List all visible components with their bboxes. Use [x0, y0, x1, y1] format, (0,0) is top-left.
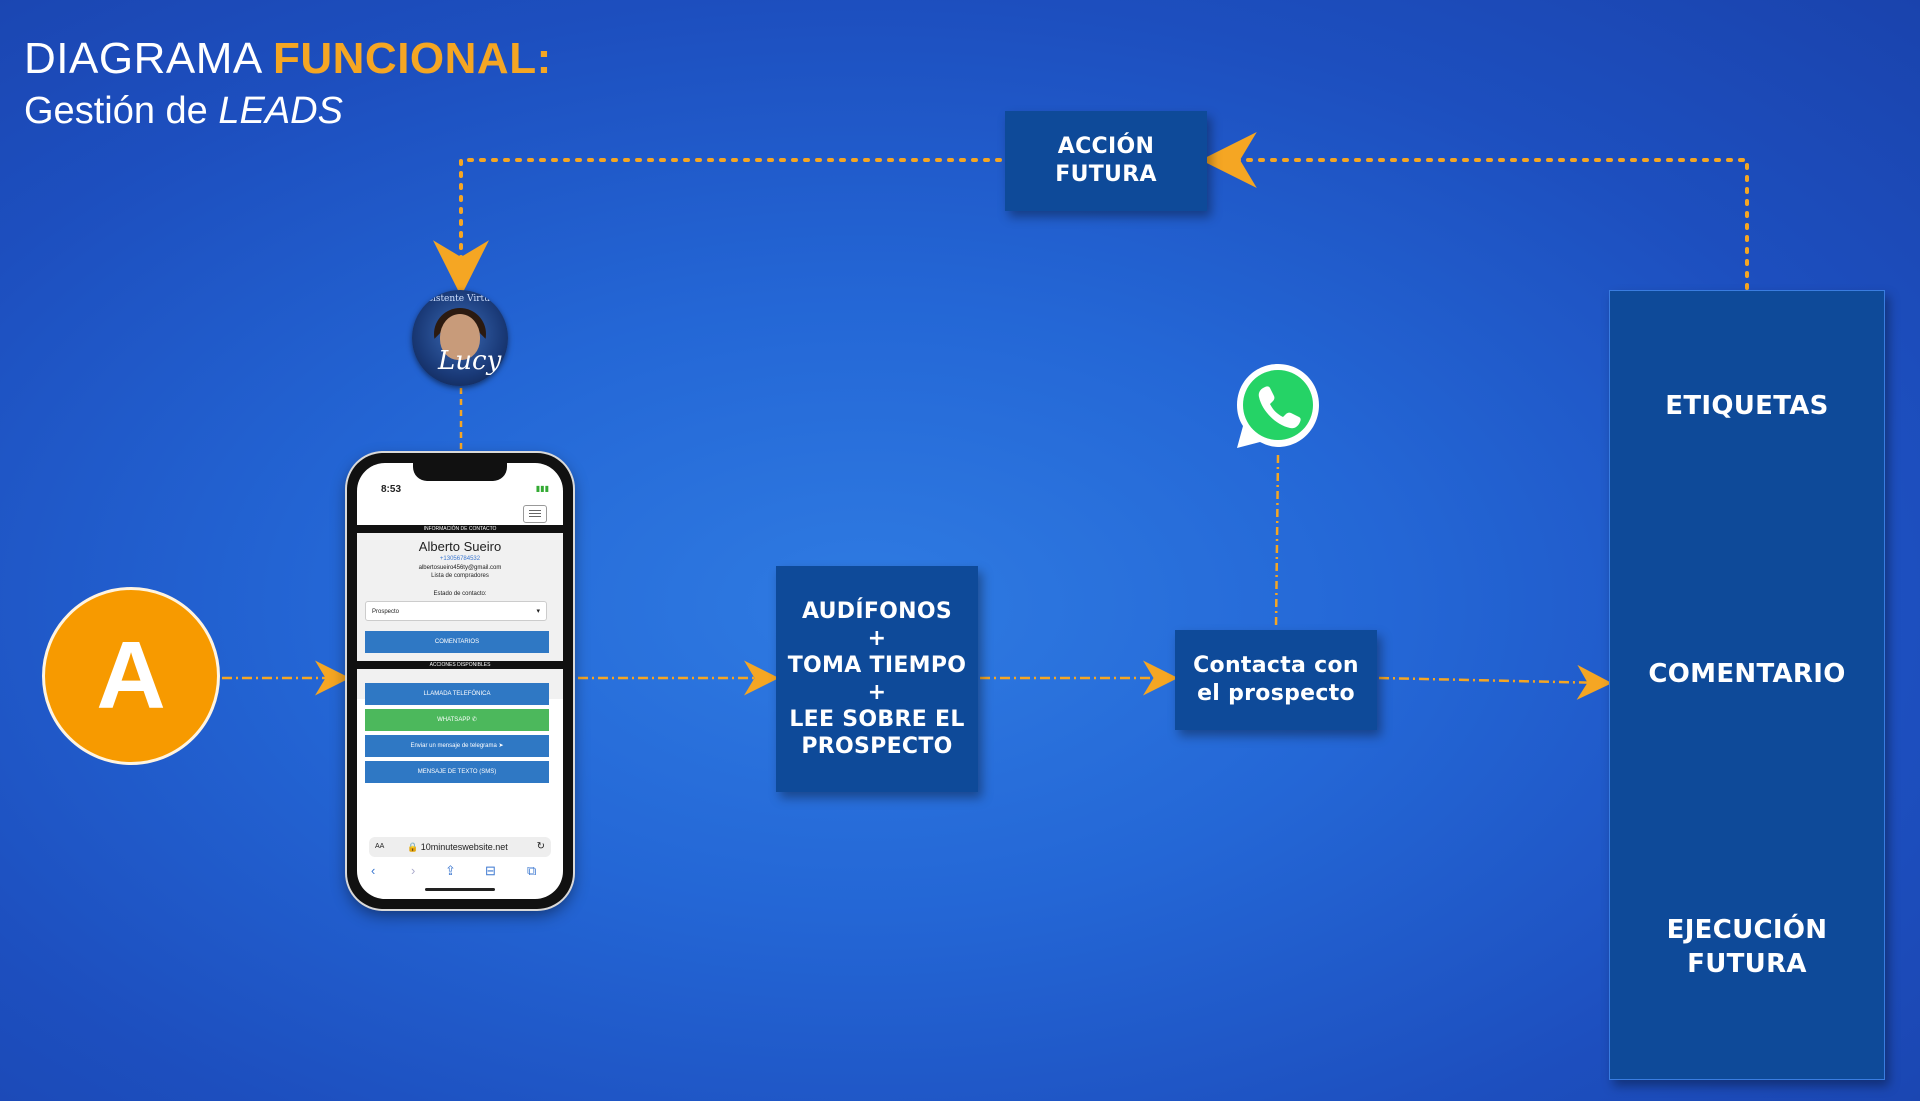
title-highlight: FUNCIONAL:: [273, 34, 552, 83]
audifonos-line-3: LEE SOBRE EL: [789, 707, 965, 732]
phone-mockup: 8:53 ▮▮▮ INFORMACIÓN DE CONTACTO Alberto…: [347, 453, 573, 909]
whatsapp-button[interactable]: WHATSAPP ✆: [365, 709, 549, 731]
contact-list: Lista de compradores: [431, 573, 489, 579]
status-time: 8:53: [381, 484, 402, 495]
reload-icon[interactable]: ↻: [536, 841, 545, 852]
accion-line-2: FUTURA: [1055, 162, 1157, 187]
sms-button[interactable]: MENSAJE DE TEXTO (SMS): [365, 761, 549, 783]
ejecucion-line-2: FUTURA: [1687, 949, 1807, 979]
start-node-a: A: [42, 587, 220, 765]
node-accion-futura: ACCIÓN FUTURA: [1005, 111, 1207, 211]
phone-screen: 8:53 ▮▮▮ INFORMACIÓN DE CONTACTO Alberto…: [357, 463, 563, 899]
llamada-button[interactable]: LLAMADA TELEFÓNICA: [365, 683, 549, 705]
title-prefix: DIAGRAMA: [24, 34, 273, 83]
accion-line-1: ACCIÓN: [1057, 134, 1155, 159]
home-indicator: [425, 888, 495, 891]
url-bar[interactable]: AA 🔒 10minuteswebsite.net ↻: [369, 837, 551, 857]
comentarios-button[interactable]: COMENTARIOS: [365, 631, 549, 653]
menu-icon[interactable]: [523, 505, 547, 523]
estado-label: Estado de contacto:: [433, 591, 487, 597]
contacta-line-1: Contacta con: [1193, 653, 1359, 678]
phone-notch: [413, 463, 507, 481]
text-size-button[interactable]: AA: [375, 843, 385, 850]
contacta-line-2: el prospecto: [1197, 681, 1355, 706]
audifonos-line-4: PROSPECTO: [801, 734, 953, 759]
panel-comentario: COMENTARIO: [1648, 659, 1846, 689]
avatar-script: Lucy: [438, 346, 502, 376]
node-contacta-prospecto: Contacta con el prospecto: [1175, 630, 1377, 730]
url-text: 🔒 10minuteswebsite.net: [407, 842, 508, 852]
tabs-icon[interactable]: ⧉: [527, 863, 537, 878]
node-panel-etiquetas: ETIQUETAS COMENTARIO EJECUCIÓN FUTURA: [1609, 290, 1885, 1080]
title-line-1: DIAGRAMA FUNCIONAL:: [24, 34, 552, 84]
back-icon[interactable]: ‹: [371, 863, 376, 878]
subtitle: Gestión de LEADS: [24, 90, 552, 133]
line-whatsapp-to-contacta: [1274, 454, 1280, 629]
section-contact-bar: INFORMACIÓN DE CONTACTO: [357, 525, 563, 533]
estado-select[interactable]: Prospecto: [365, 601, 547, 622]
battery-icon: ▮▮▮: [535, 484, 549, 493]
whatsapp-icon: [1237, 364, 1319, 448]
arrow-panel-to-accion: [1200, 132, 1749, 290]
diagram-title: DIAGRAMA FUNCIONAL: Gestión de LEADS: [24, 34, 552, 133]
audifonos-line-1: AUDÍFONOS: [801, 599, 953, 624]
telegram-button[interactable]: Enviar un mensaje de telegrama ➤: [365, 735, 549, 757]
section-actions-bar: ACCIONES DISPONIBLES: [357, 661, 563, 669]
browser-toolbar: ‹ › ⇪ ⊟ ⧉: [357, 863, 563, 881]
panel-etiquetas: ETIQUETAS: [1665, 391, 1829, 421]
subtitle-italic: LEADS: [218, 90, 343, 132]
panel-ejecucion: EJECUCIÓN FUTURA: [1610, 913, 1884, 981]
audifonos-plus-2: +: [867, 680, 887, 705]
arrow-accion-to-avatar: [433, 158, 1002, 297]
bookmarks-icon[interactable]: ⊟: [485, 863, 496, 878]
audifonos-line-2: TOMA TIEMPO: [787, 653, 967, 678]
arrow-contacta-to-panel: [1378, 664, 1612, 700]
avatar-lucy-icon: Asistente Virtual Lucy: [412, 290, 508, 386]
ejecucion-line-1: EJECUCIÓN: [1666, 915, 1828, 945]
node-audifonos: AUDÍFONOS + TOMA TIEMPO + LEE SOBRE EL P…: [776, 566, 978, 792]
contact-email: albertosueiro456ty@gmail.com: [418, 565, 502, 571]
avatar-face: [440, 314, 480, 360]
contact-name: Alberto Sueiro: [418, 539, 502, 554]
share-icon[interactable]: ⇪: [445, 863, 456, 878]
subtitle-prefix: Gestión de: [24, 90, 219, 132]
avatar-ring-text: Asistente Virtual: [421, 294, 499, 304]
forward-icon[interactable]: ›: [411, 863, 416, 878]
contact-phone[interactable]: +13056784532: [439, 556, 481, 562]
audifonos-plus-1: +: [867, 626, 887, 651]
